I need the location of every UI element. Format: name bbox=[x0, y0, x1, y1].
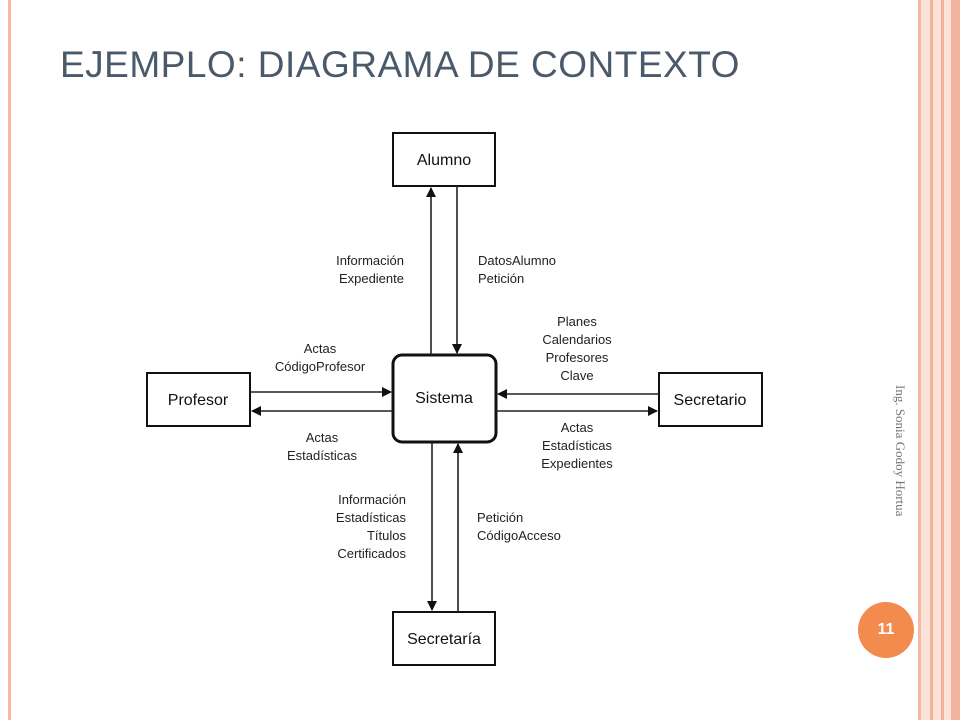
right-stripe-3 bbox=[951, 0, 960, 720]
svg-text:Expedientes: Expedientes bbox=[541, 456, 613, 471]
svg-text:Estadísticas: Estadísticas bbox=[336, 510, 407, 525]
svg-text:Estadísticas: Estadísticas bbox=[542, 438, 613, 453]
page-number-badge: 11 bbox=[858, 602, 914, 658]
entity-secretario: Secretario bbox=[658, 372, 763, 427]
entity-profesor: Profesor bbox=[146, 372, 251, 427]
right-stripe-1 bbox=[930, 0, 933, 720]
entity-secretaria: Secretaría bbox=[392, 611, 496, 666]
process-sistema: Sistema bbox=[391, 353, 498, 444]
flow-label-secretaria-to-sistema: Petición CódigoAcceso bbox=[477, 510, 561, 543]
right-stripe-2 bbox=[941, 0, 944, 720]
entity-alumno: Alumno bbox=[392, 132, 496, 187]
slide-title: EJEMPLO: DIAGRAMA DE CONTEXTO bbox=[60, 44, 740, 85]
svg-text:DatosAlumno: DatosAlumno bbox=[478, 253, 556, 268]
svg-text:CódigoProfesor: CódigoProfesor bbox=[275, 359, 366, 374]
process-sistema-label: Sistema bbox=[415, 390, 473, 407]
svg-text:Estadísticas: Estadísticas bbox=[287, 448, 358, 463]
svg-text:Clave: Clave bbox=[560, 368, 593, 383]
svg-text:Calendarios: Calendarios bbox=[542, 332, 612, 347]
svg-text:Planes: Planes bbox=[557, 314, 597, 329]
entity-secretario-label: Secretario bbox=[674, 392, 747, 409]
flow-label-sistema-to-alumno: Información Expediente bbox=[336, 253, 404, 286]
svg-text:Profesores: Profesores bbox=[546, 350, 609, 365]
svg-text:Títulos: Títulos bbox=[367, 528, 407, 543]
svg-text:Expediente: Expediente bbox=[339, 271, 404, 286]
flow-label-profesor-to-sistema: Actas CódigoProfesor bbox=[275, 341, 366, 374]
flow-label-alumno-to-sistema: DatosAlumno Petición bbox=[478, 253, 556, 286]
flow-label-sistema-to-secretario: Actas Estadísticas Expedientes bbox=[541, 420, 613, 471]
right-border-band bbox=[921, 0, 960, 720]
svg-text:CódigoAcceso: CódigoAcceso bbox=[477, 528, 561, 543]
flow-label-sistema-to-secretaria: Información Estadísticas Títulos Certifi… bbox=[336, 492, 407, 561]
svg-text:Información: Información bbox=[338, 492, 406, 507]
svg-text:Petición: Petición bbox=[478, 271, 524, 286]
svg-text:Actas: Actas bbox=[306, 430, 339, 445]
flow-label-secretario-to-sistema: Planes Calendarios Profesores Clave bbox=[542, 314, 612, 383]
entity-alumno-label: Alumno bbox=[417, 152, 471, 169]
svg-text:Información: Información bbox=[336, 253, 404, 268]
right-border-inner bbox=[918, 0, 921, 720]
entity-profesor-label: Profesor bbox=[168, 392, 229, 409]
svg-text:Certificados: Certificados bbox=[337, 546, 406, 561]
svg-text:Actas: Actas bbox=[304, 341, 337, 356]
svg-text:Actas: Actas bbox=[561, 420, 594, 435]
svg-text:Petición: Petición bbox=[477, 510, 523, 525]
author-credit: Ing. Sonia Godoy Hortua bbox=[893, 385, 908, 517]
entity-secretaria-label: Secretaría bbox=[407, 631, 481, 648]
left-border bbox=[8, 0, 11, 720]
flow-label-sistema-to-profesor: Actas Estadísticas bbox=[287, 430, 358, 463]
